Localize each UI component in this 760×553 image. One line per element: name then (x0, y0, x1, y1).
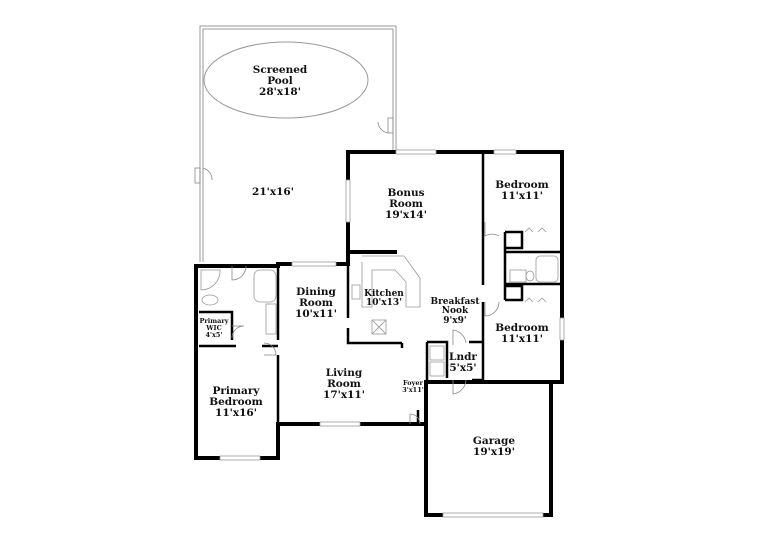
windows (219, 149, 565, 518)
room-name: Room (299, 297, 333, 310)
room-name: Screened (252, 64, 308, 76)
room-label-bedroom-2: Bedroom 11'x11' (495, 179, 549, 203)
room-label-foyer: Foyer 3'x11' (402, 380, 423, 394)
room-label-primary-bedroom: Primary Bedroom 11'x16' (209, 385, 263, 420)
room-name: Kitchen (364, 289, 404, 299)
room-dimensions: 19'x14' (385, 209, 427, 222)
room-dimensions: 19'x19' (473, 446, 515, 459)
room-dimensions: 17'x11' (323, 389, 365, 402)
room-name: Bedroom (495, 179, 549, 191)
room-name: Lndr (449, 351, 477, 363)
room-dimensions: 4'x5' (205, 330, 223, 339)
room-dimensions: 9'x9' (443, 315, 467, 326)
room-label-dining-room: Dining Room 10'x11' (295, 286, 337, 321)
room-name: Primary (212, 385, 260, 397)
room-label-primary-wic: Primary WIC 4'x5' (199, 318, 228, 338)
room-name: Primary (199, 317, 229, 325)
pool-outline (203, 41, 369, 119)
door-swing-icon (231, 222, 500, 425)
room-label-screened-pool: Screened Pool 28'x18' (252, 64, 308, 99)
room-label-lanai: 21'x16' (252, 186, 294, 198)
room-dimensions: 5'x5' (449, 362, 477, 375)
room-name: Room (327, 378, 361, 391)
room-label-breakfast-nook: Breakfast Nook 9'x9' (430, 297, 480, 326)
room-label-bedroom-3: Bedroom 11'x11' (495, 322, 549, 346)
room-name: Dining (296, 286, 336, 298)
fixtures (200, 227, 559, 377)
room-name: Bedroom (209, 396, 263, 409)
room-label-laundry: Lndr 5'x5' (449, 351, 477, 375)
screened-enclosure (199, 25, 397, 262)
room-dimensions: 3'x11' (402, 385, 424, 394)
room-name: WIC (206, 323, 222, 332)
room-name: Foyer (403, 379, 423, 387)
room-name: Nook (441, 306, 469, 317)
room-name: Living (325, 367, 363, 379)
screen-door-icon (194, 117, 394, 184)
room-label-living-room: Living Room 17'x11' (323, 367, 365, 402)
room-name: Pool (267, 75, 293, 88)
interior-walls (199, 152, 562, 424)
room-name: Breakfast (430, 297, 480, 307)
room-dimensions: 28'x18' (259, 86, 301, 99)
room-name: Bonus (387, 187, 425, 199)
room-dimensions: 11'x16' (215, 407, 257, 420)
room-name: Garage (472, 435, 516, 447)
room-label-bonus-room: Bonus Room 19'x14' (385, 187, 427, 222)
room-name: Room (389, 198, 423, 211)
room-dimensions: 10'x11' (295, 308, 337, 321)
room-dimensions: 10'x13' (366, 298, 402, 309)
room-label-kitchen: Kitchen 10'x13' (364, 289, 404, 309)
room-name: Bedroom (495, 322, 549, 334)
room-dimensions: 11'x11' (501, 190, 543, 203)
room-label-garage: Garage 19'x19' (472, 435, 516, 459)
room-dimensions: 11'x11' (501, 333, 543, 346)
room-dimensions: 21'x16' (252, 186, 294, 198)
